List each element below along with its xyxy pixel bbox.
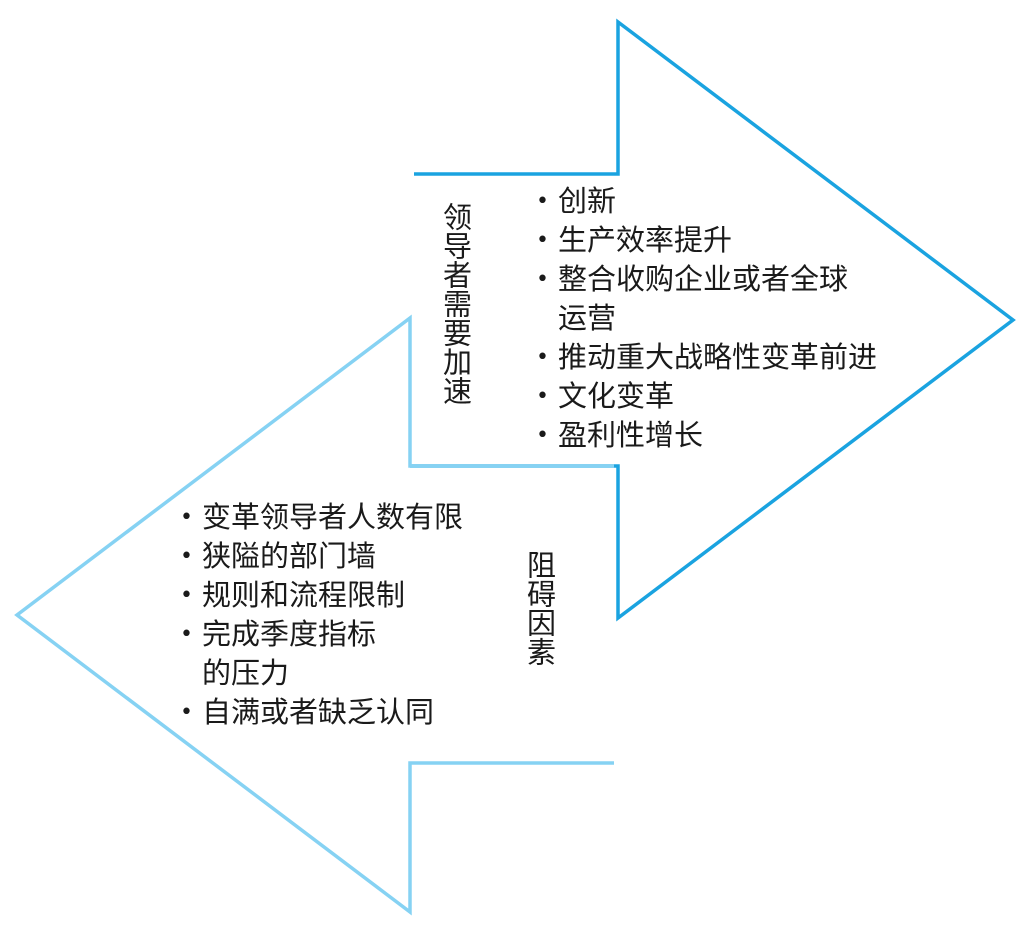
list-item-text: 完成季度指标 xyxy=(202,617,377,651)
list-item-text: 文化变革 xyxy=(558,379,675,413)
bullet-icon: • xyxy=(536,189,549,214)
accelerate-label: 领导者需要加速 xyxy=(438,202,473,405)
accelerate-list: • 创新 • 生产效率提升 • 整合收购企业或者全球运营 • 推动重大战略性变革前进 • 文化变革… xyxy=(534,182,877,455)
list-item: • 盈利性增长 xyxy=(534,416,877,455)
bullet-icon: • xyxy=(180,505,193,530)
list-item: • 生产效率提升 xyxy=(534,221,877,260)
list-item-text: 推动重大战略性变革前进 xyxy=(558,340,878,374)
bullet-icon: • xyxy=(536,267,549,292)
barriers-label: 阻碍因素 xyxy=(522,550,557,666)
bullet-icon: • xyxy=(536,228,549,253)
bullet-icon: • xyxy=(180,544,193,569)
list-item-text: 的压力 xyxy=(202,656,290,690)
list-item: • 自满或者缺乏认同 xyxy=(178,693,463,732)
bullet-icon: • xyxy=(180,583,193,608)
list-item: • 规则和流程限制 xyxy=(178,576,463,615)
list-item: • 创新 xyxy=(534,182,877,221)
list-item-text: 狭隘的部门墙 xyxy=(202,539,377,573)
barriers-list: • 变革领导者人数有限 • 狭隘的部门墙 • 规则和流程限制 • 完成季度指标的压力 • 自满或者… xyxy=(178,498,463,732)
list-item: • 推动重大战略性变革前进 xyxy=(534,338,877,377)
list-item-text: 整合收购企业或者全球 xyxy=(558,262,849,296)
list-item-text: 自满或者缺乏认同 xyxy=(202,695,435,729)
list-item-text: 运营 xyxy=(558,301,617,335)
accelerate-arrow xyxy=(410,18,1016,622)
bullet-icon: • xyxy=(180,700,193,725)
list-item-text: 规则和流程限制 xyxy=(202,578,406,612)
list-item-text: 生产效率提升 xyxy=(558,223,733,257)
list-item: • 整合收购企业或者全球运营 xyxy=(534,260,877,338)
bullet-icon: • xyxy=(180,622,193,647)
list-item-text: 创新 xyxy=(558,184,617,218)
list-item: • 文化变革 xyxy=(534,377,877,416)
list-item: • 完成季度指标的压力 xyxy=(178,615,463,693)
barriers-arrow xyxy=(14,314,614,916)
list-item: • 狭隘的部门墙 xyxy=(178,537,463,576)
list-item-text: 变革领导者人数有限 xyxy=(202,500,464,534)
bullet-icon: • xyxy=(536,345,549,370)
bullet-icon: • xyxy=(536,384,549,409)
bullet-icon: • xyxy=(536,423,549,448)
list-item: • 变革领导者人数有限 xyxy=(178,498,463,537)
list-item-text: 盈利性增长 xyxy=(558,418,704,452)
